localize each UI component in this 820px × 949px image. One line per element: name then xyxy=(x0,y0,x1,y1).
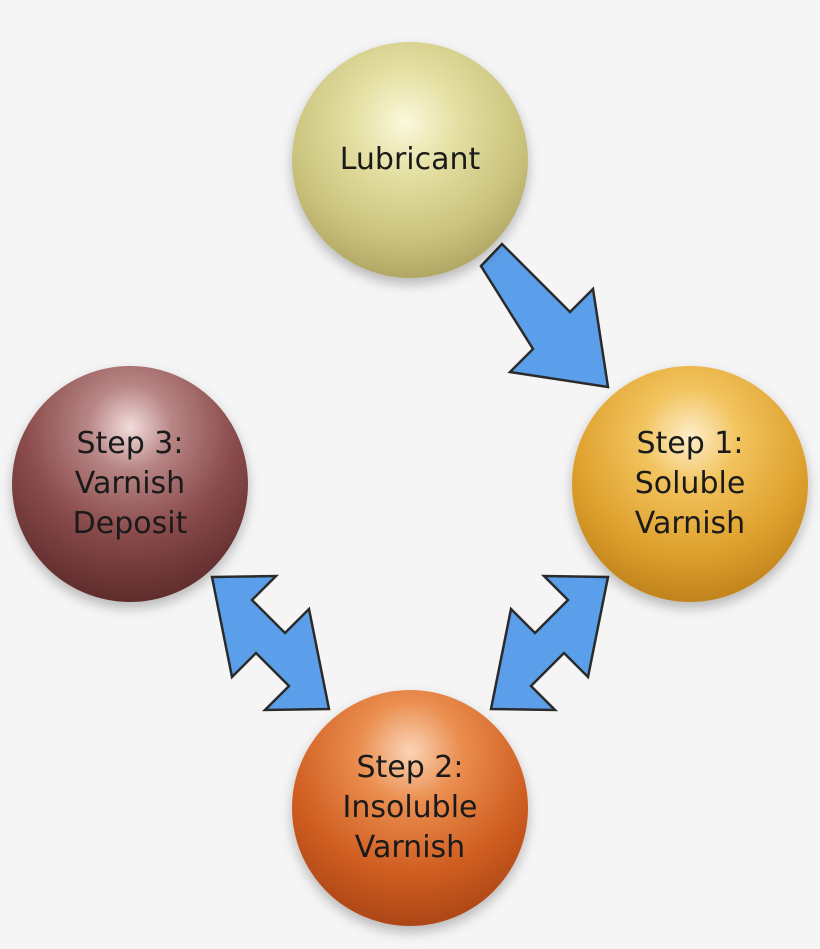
arrow-lubricant-to-step1 xyxy=(479,242,610,389)
node-step2-label: Step 2: Insoluble Varnish xyxy=(342,750,478,865)
arrow-step1-step2-bidirectional xyxy=(489,574,610,712)
node-lubricant-label: Lubricant xyxy=(339,142,481,177)
arrow-step2-step3-bidirectional xyxy=(210,574,331,712)
node-step3-label: Step 3: Varnish Deposit xyxy=(72,426,188,541)
node-step1-label: Step 1: Soluble Varnish xyxy=(634,426,746,541)
node-step3-varnish-deposit: Step 3: Varnish Deposit xyxy=(12,366,248,602)
node-step2-insoluble-varnish: Step 2: Insoluble Varnish xyxy=(292,690,528,926)
node-step1-soluble-varnish: Step 1: Soluble Varnish xyxy=(572,366,808,602)
node-lubricant: Lubricant xyxy=(292,42,528,278)
